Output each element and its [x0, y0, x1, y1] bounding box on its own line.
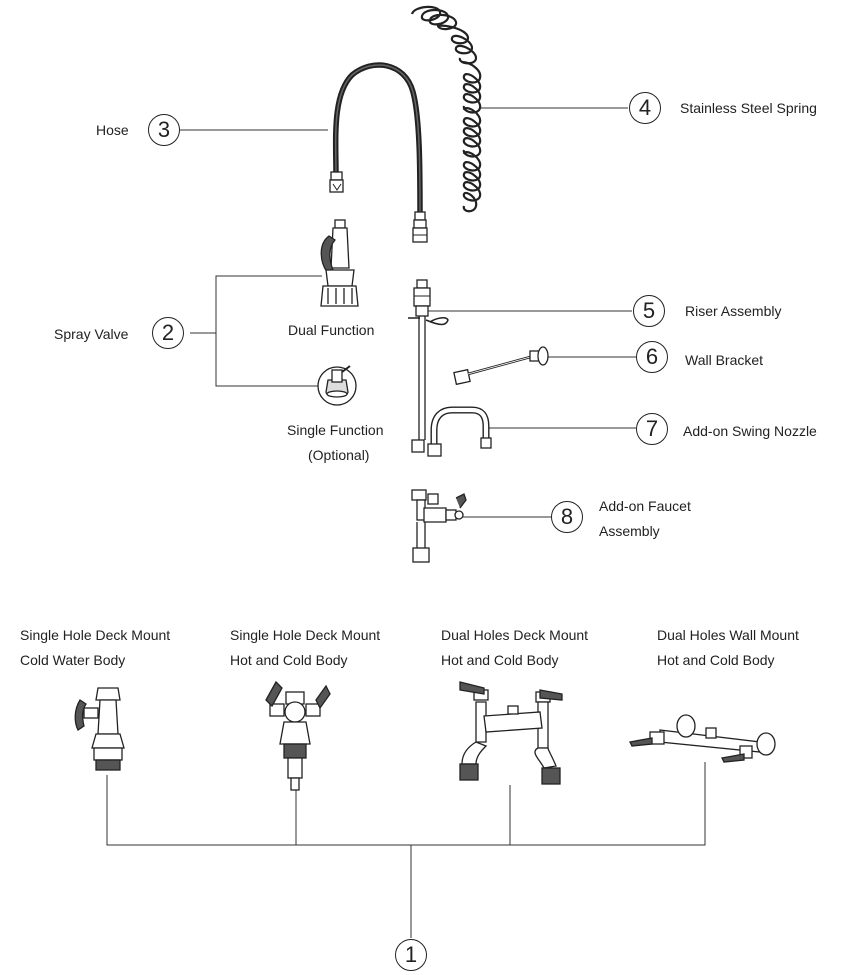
add-on-faucet-assembly — [411, 489, 467, 563]
callout-6-badge: 6 — [636, 341, 668, 373]
label-spray-valve: Spray Valve — [54, 326, 129, 342]
callout-5-badge: 5 — [633, 295, 665, 327]
stainless-steel-spring — [410, 5, 482, 213]
body-1-label-line2: Cold Water Body — [20, 652, 126, 668]
callout-4-badge: 4 — [629, 92, 661, 124]
leader-lines — [106, 107, 706, 938]
label-add-on-swing-nozzle: Add-on Swing Nozzle — [683, 423, 817, 439]
label-stainless-steel-spring: Stainless Steel Spring — [680, 100, 817, 116]
body-2-label-line1: Single Hole Deck Mount — [230, 627, 381, 643]
label-single-function-optional: (Optional) — [308, 447, 370, 463]
add-on-swing-nozzle — [427, 406, 492, 457]
body-3-label-line1: Dual Holes Deck Mount — [441, 627, 589, 643]
spray-valve-single-function — [317, 365, 357, 406]
body-3-label-line2: Hot and Cold Body — [441, 652, 559, 668]
callout-7-badge: 7 — [636, 413, 668, 445]
body-dual-holes-wall — [629, 714, 776, 763]
wall-bracket — [453, 346, 549, 386]
spray-valve-dual-function — [320, 219, 359, 307]
label-wall-bracket: Wall Bracket — [685, 352, 764, 368]
callout-8-badge: 8 — [551, 501, 583, 533]
callout-1-badge: 1 — [395, 939, 427, 971]
label-dual-function: Dual Function — [288, 322, 375, 338]
hose — [329, 62, 428, 243]
body-single-hole-cold — [74, 687, 125, 771]
riser-assembly — [408, 279, 449, 453]
label-riser-assembly: Riser Assembly — [685, 303, 782, 319]
callout-2-badge: 2 — [152, 317, 184, 349]
body-dual-holes-deck — [459, 681, 563, 785]
label-single-function: Single Function — [287, 422, 384, 438]
body-1-label-line1: Single Hole Deck Mount — [20, 627, 171, 643]
label-add-on-faucet: Add-on Faucet — [599, 498, 691, 514]
callout-3-badge: 3 — [148, 114, 180, 146]
label-assembly: Assembly — [599, 523, 660, 539]
body-2-label-line2: Hot and Cold Body — [230, 652, 348, 668]
label-hose: Hose — [96, 122, 129, 138]
body-4-label-line2: Hot and Cold Body — [657, 652, 775, 668]
body-single-hole-hot-cold — [265, 680, 331, 791]
body-4-label-line1: Dual Holes Wall Mount — [657, 627, 799, 643]
